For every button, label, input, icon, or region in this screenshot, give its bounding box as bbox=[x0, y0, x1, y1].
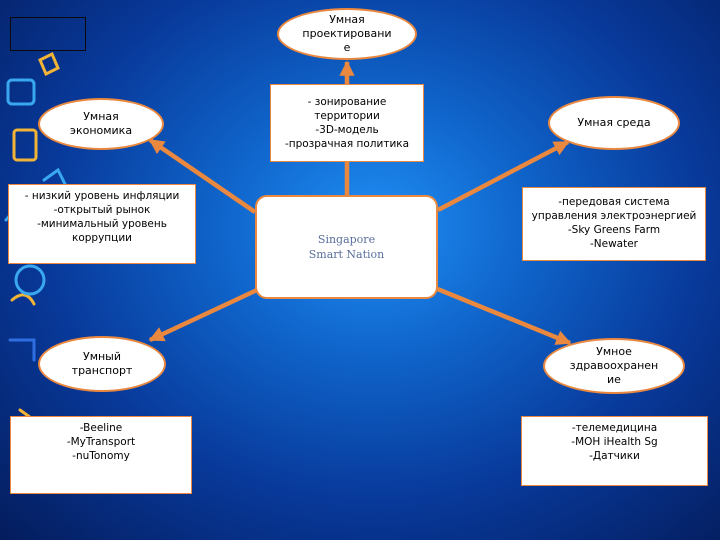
arrow-to-economy bbox=[148, 138, 257, 214]
empty-frame bbox=[10, 17, 86, 51]
node-smart-economy: Умная экономика bbox=[38, 98, 164, 150]
center-line1: Singapore bbox=[317, 233, 376, 246]
node-smart-transport: Умный транспорт bbox=[38, 336, 166, 392]
box-health-details: -телемедицина -MOH iHealth Sg -Датчики bbox=[521, 416, 708, 486]
center-node-singapore: Singapore Smart Nation bbox=[255, 195, 438, 299]
arrow-to-transport bbox=[148, 287, 258, 343]
box-transport-details: -Beeline -MyTransport -nuTonomy bbox=[10, 416, 192, 494]
box-planning-details: - зонирование территории -3D-модель -про… bbox=[270, 84, 424, 162]
box-environment-details: -передовая система управления электроэне… bbox=[522, 187, 706, 261]
node-smart-health: Умное здравоохранен ие bbox=[543, 338, 685, 394]
arrow-to-environment bbox=[436, 140, 570, 212]
node-smart-planning: Умная проектировани е bbox=[277, 8, 417, 60]
node-smart-environment: Умная среда bbox=[548, 96, 680, 150]
center-line2: Smart Nation bbox=[308, 248, 385, 261]
arrow-to-health bbox=[434, 285, 572, 346]
box-economy-details: - низкий уровень инфляции -открытый рыно… bbox=[8, 184, 196, 264]
